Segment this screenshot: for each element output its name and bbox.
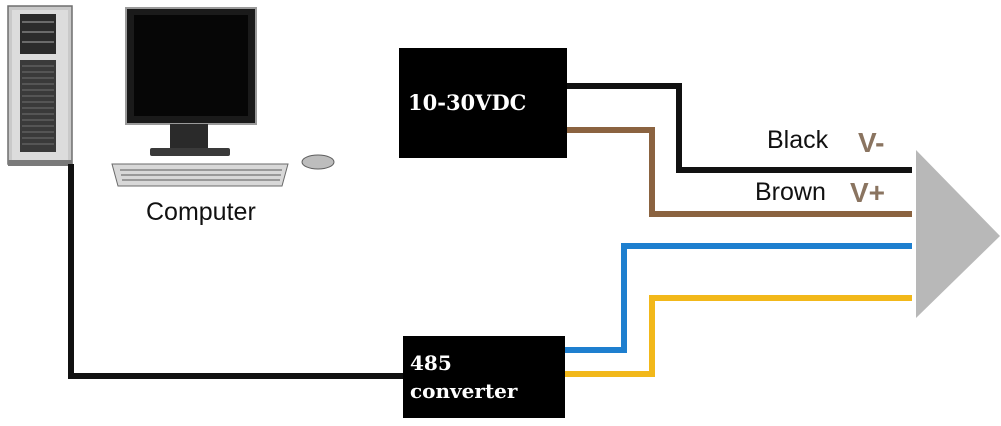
computer-cable [68, 164, 403, 379]
power-supply-box [399, 48, 567, 158]
yellow-wire [563, 295, 912, 377]
converter-label-line1: 485 [410, 351, 452, 375]
computer-label: Computer [146, 198, 256, 226]
black-wire [565, 83, 912, 173]
desktop-computer-icon [7, 5, 335, 187]
brown-wire-label: Brown [755, 178, 826, 206]
converter-label-line2: converter [410, 379, 518, 403]
sensor-triangle [916, 150, 1000, 318]
brown-wire [565, 127, 912, 217]
brown-polarity-label: V+ [850, 177, 885, 208]
black-polarity-label: V- [858, 127, 884, 158]
power-supply-label: 10-30VDC [408, 90, 526, 115]
blue-wire [563, 243, 912, 353]
converter-box [403, 336, 565, 418]
black-wire-label: Black [767, 126, 829, 154]
